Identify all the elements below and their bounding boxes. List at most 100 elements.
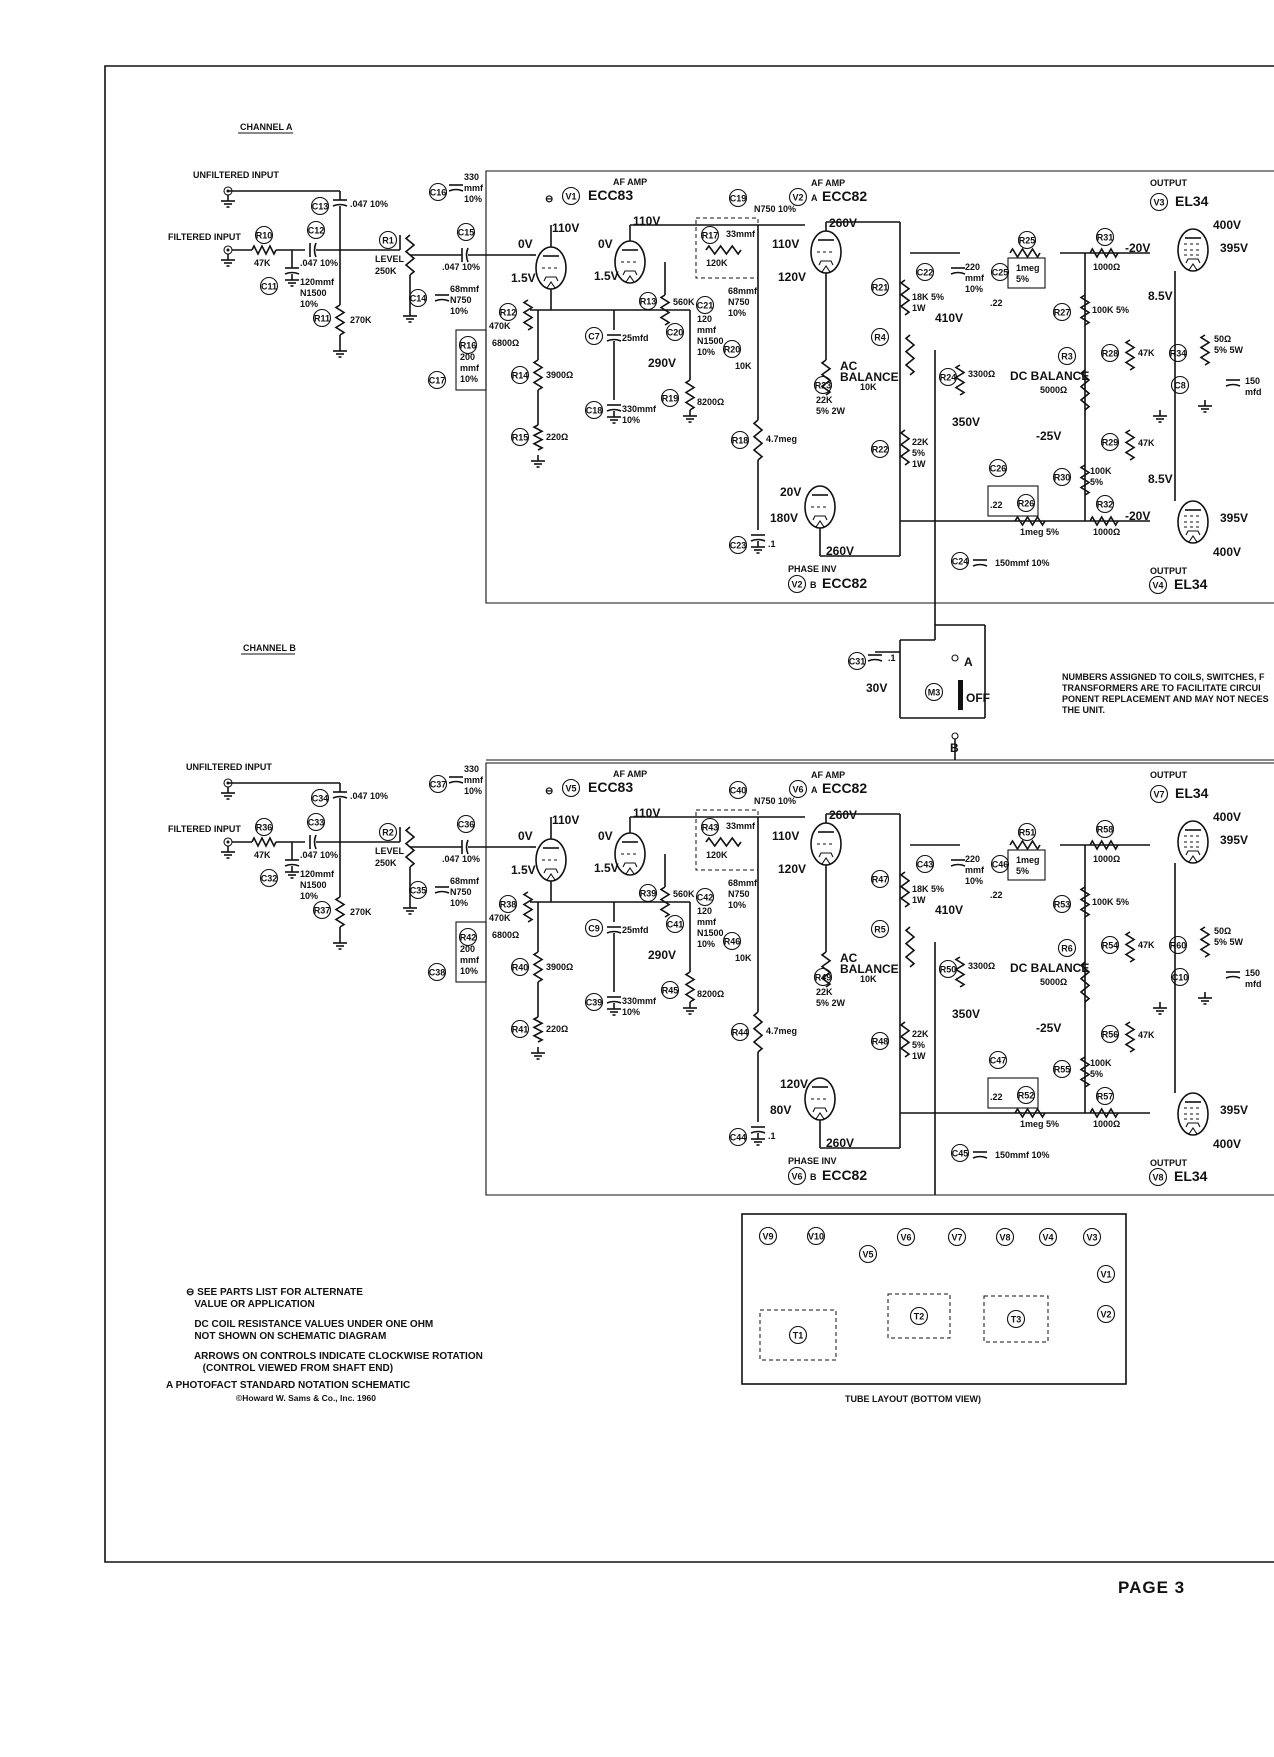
chb-b350: 350V [952,1007,980,1021]
chb-v2a-role: AF AMP [811,770,845,780]
chb-c20-ref-ring [665,914,685,934]
chb-r24-ref: R50 [940,965,957,975]
chb-c17-ref: C38 [429,968,446,978]
cha-c14-ref: C14 [410,294,427,304]
cha-r16-ref-ring [458,335,478,355]
cha-v1-ref: V1 [565,192,576,202]
cha-r29-ref-ring [1100,432,1120,452]
chb-r10-ref: R36 [256,823,273,833]
chb-v1-type: ECC83 [588,779,633,795]
cha-r13-ref: R13 [640,297,657,307]
cha-v2b-ref-ring [787,574,807,594]
cha-r19-ref-ring [660,388,680,408]
chb-c7-ref: C9 [588,924,600,934]
cha-c22-ref-ring [915,262,935,282]
chb-filtered-input-label: FILTERED INPUT [168,824,241,834]
cha-c15-ref: C15 [458,228,475,238]
chb-r21-ref-ring [870,869,890,889]
chb-v3-plate-v: 395V [1220,833,1248,847]
chb-c24-val: 150mmf 10% [995,1150,1050,1160]
chb-b410: 410V [935,903,963,917]
chb-r28-ref: R54 [1102,941,1119,951]
cha-heading: CHANNEL A [240,122,293,132]
chb-r19-ref: R45 [662,986,679,996]
chb-c26-ref: C47 [990,1056,1007,1066]
cha-r11-ref-ring [312,308,332,328]
chb-c15-ref: C36 [458,820,475,830]
cha-level-label: LEVEL [375,254,405,264]
cha-r28-ref: R28 [1102,349,1119,359]
cha-v2b-suffix: B [810,580,817,590]
cha-v2a-grid-v: 110V [772,237,799,251]
cha-b410: 410V [935,311,963,325]
chb-ac-balance-pot [904,926,916,968]
chb-v2b-plate-v: 260V [826,1136,854,1150]
chb-c24-ref-ring [950,1143,970,1163]
chb-c15-val: .047 10% [442,854,480,864]
note-coil-resistance: DC COIL RESISTANCE VALUES UNDER ONE OHM … [194,1319,434,1342]
cha-v1a-cathode [543,276,559,282]
socket-v10-ring [806,1226,826,1246]
chb-c26-val: .22 [990,1092,1003,1102]
socket-v9-ring [758,1226,778,1246]
chb-r28-ref-ring [1100,935,1120,955]
cha-v1-role: AF AMP [613,177,647,187]
page-number: PAGE 3 [1118,1578,1186,1597]
chb-r14-ref-ring [510,957,530,977]
chb-r26-ref: R52 [1018,1091,1035,1101]
chb-b290: 290V [648,948,676,962]
transformer-t3-ring [1006,1309,1026,1329]
cha-r29-ref: R29 [1102,438,1119,448]
cha-r26-ref: R26 [1018,499,1035,509]
transformer-t3-outline [983,1295,1049,1343]
cha-r19-val: 8200Ω [697,397,724,407]
cha-v4-ref-ring [1148,575,1168,595]
cha-c23-ref-ring [728,535,748,555]
chb-r15-val: 220Ω [546,1024,568,1034]
cha-r12-ref: R12 [500,308,517,318]
chb-r17-ref-ring [700,817,720,837]
chb-v1b-cathode [622,862,638,868]
cha-c20-ref: C20 [667,328,684,338]
chb-r16-ref: R42 [460,933,477,943]
chb-c7-plate2 [606,930,622,934]
chb-r26-ref-ring [1016,1085,1036,1105]
note-alternate-value: ⊖ SEE PARTS LIST FOR ALTERNATE VALUE OR … [186,1287,363,1310]
cha-v3-cathode [1185,258,1201,264]
chb-v2b-grid-v: 120V [780,1077,808,1091]
cha-r26-val: 1meg 5% [1020,527,1059,537]
cha-r28 [1124,339,1136,371]
chb-v3-ref: V7 [1153,790,1164,800]
chb-v1-role: AF AMP [613,769,647,779]
chb-c22-ref-ring [915,854,935,874]
chb-v4-type: EL34 [1174,1168,1208,1184]
cha-c23-val: .1 [768,539,776,549]
chb-c8-plate2 [1225,975,1241,979]
cha-level-value: 250K [375,266,397,276]
cha-v3-ref-ring [1149,192,1169,212]
cha-c8-ref-ring [1170,375,1190,395]
chb-r29 [1124,1021,1136,1053]
chb-v4-heater [1188,1127,1198,1135]
chb-r17-extra: 33mmf [726,821,756,831]
socket-v3: V3 [1086,1233,1097,1243]
cha-r24 [954,364,966,396]
cha-c13-val: .047 10% [350,199,388,209]
chb-c23-val: .1 [768,1131,776,1141]
chb-c25-val: .22 [990,890,1003,900]
cha-c21-ref-ring [695,295,715,315]
chb-v3-screen-v: 400V [1213,810,1241,824]
chb-v1b-plate-v: 110V [633,806,660,820]
chb-v3-ref-ring [1149,784,1169,804]
chb-v2a-cathode [818,852,834,858]
cha-r3-ref-ring [1057,346,1077,366]
cha-r20-val: 10K [735,361,752,371]
